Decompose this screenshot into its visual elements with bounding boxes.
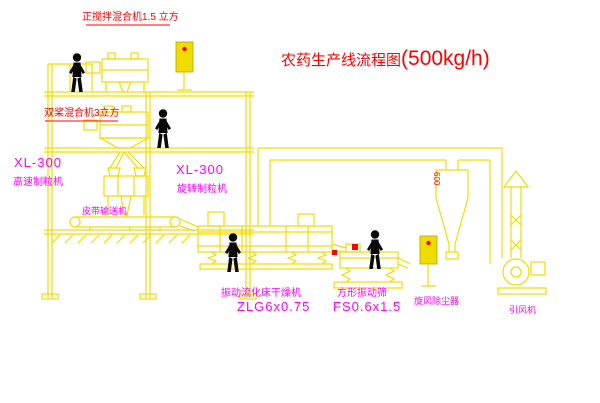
exhaust-stack [502,170,530,258]
label-granulator-left-name: 高速制粒机 [13,177,63,188]
worker-figure [155,109,171,148]
twin-paddle-mixer [45,105,151,169]
label-granulator-left-model: XL-300 [14,155,62,170]
worker-figure [367,230,383,269]
label-belt-conveyor: 皮带输送机 [82,206,128,216]
fluid-bed-dryer [197,211,347,270]
worker-figure [225,233,241,272]
label-granulator-right-name: 旋转制粒机 [177,184,227,195]
label-fan: 引风机 [509,305,537,315]
exhaust-piping [257,147,503,264]
drawing-title: 农药生产线流程图(500kg/h) [281,47,490,70]
vibrating-screen [333,243,411,289]
granulator [103,167,149,216]
building-structure [41,63,257,300]
red-markers [332,244,358,255]
label-screen-name: 方形振动筛 [337,288,387,299]
induced-draft-fan [497,258,547,295]
label-twin-paddle-mixer: 双桨混合机3立方 [44,108,120,119]
control-panel-1 [175,41,194,91]
label-dryer-model: ZLG6x0.75 [237,299,311,314]
label-top-mixer: 正搅拌混合机1.5 立方 [82,12,179,23]
horizontal-mixer [85,24,170,93]
label-granulator-right-model: XL-300 [176,162,224,177]
drawing-title-capacity: (500kg/h) [401,47,490,70]
worker-figure [69,53,85,92]
cyclone-separator [435,169,469,260]
label-screen-model: FS0.6x1.5 [333,299,402,314]
label-pipe-dimension: 600 [432,172,441,186]
drawing-title-text: 农药生产线流程图 [281,52,402,69]
control-panel-2 [419,235,438,287]
belt-conveyor [69,216,199,232]
label-cyclone: 旋风除尘器 [414,296,460,306]
label-dryer-name: 振动流化床干燥机 [221,288,301,299]
